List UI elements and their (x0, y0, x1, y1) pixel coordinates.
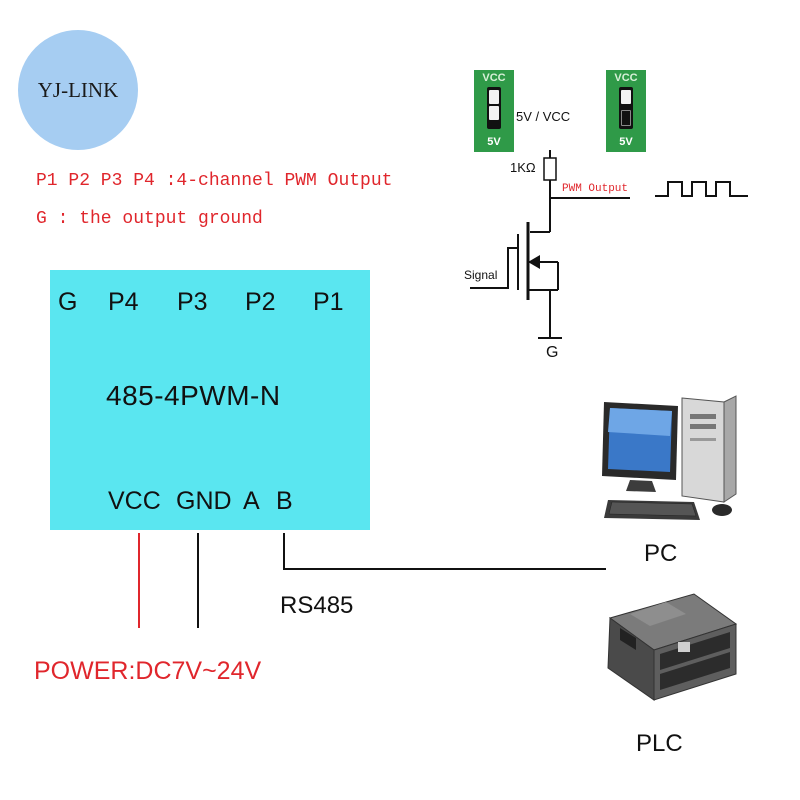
pin-vcc: VCC (108, 487, 161, 515)
resistor-label: 1KΩ (510, 160, 536, 175)
pin-p1: P1 (313, 288, 344, 316)
pin-b: B (276, 487, 293, 515)
plc-label: PLC (636, 730, 683, 757)
pin-g: G (58, 288, 78, 316)
pin-a: A (243, 487, 260, 515)
rs485-wire (283, 533, 606, 570)
pwm-square-wave (655, 181, 748, 197)
logo-text: YJ-LINK (37, 77, 119, 102)
plc-icon (607, 593, 738, 701)
pin-p3: P3 (177, 288, 208, 316)
pwm-output-label: PWM Output (562, 183, 629, 195)
pin-p2: P2 (245, 288, 276, 316)
pc-icon (602, 395, 737, 520)
pwm-output-note: P1 P2 P3 P4 :4-channel PWM Output (36, 171, 393, 191)
pin-p4: P4 (108, 288, 139, 316)
module-board (50, 270, 370, 530)
ground-note: G : the output ground (36, 209, 263, 229)
signal-input-line (470, 247, 518, 289)
signal-label: Signal (464, 268, 498, 282)
yj-link-logo: YJ-LINK (18, 30, 138, 150)
jumper-right: VCC 5V (606, 70, 646, 152)
jumper-left-5v-label: 5V (487, 136, 501, 148)
rs485-label: RS485 (280, 592, 354, 619)
jumper-left-vcc-label: VCC (482, 72, 506, 84)
supply-label: 5V / VCC (516, 109, 571, 124)
circuit-ground-label: G (546, 344, 559, 361)
jumper-right-5v-label: 5V (619, 136, 633, 148)
pwm-circuit-diagram (470, 150, 748, 339)
resistor (543, 157, 557, 181)
jumper-right-vcc-label: VCC (614, 72, 638, 84)
pin-gnd: GND (176, 487, 232, 515)
module-model-name: 485-4PWM-N (106, 380, 281, 411)
jumper-left: VCC 5V (474, 70, 514, 152)
power-label: POWER:DC7V~24V (34, 657, 262, 685)
pc-label: PC (644, 540, 678, 567)
